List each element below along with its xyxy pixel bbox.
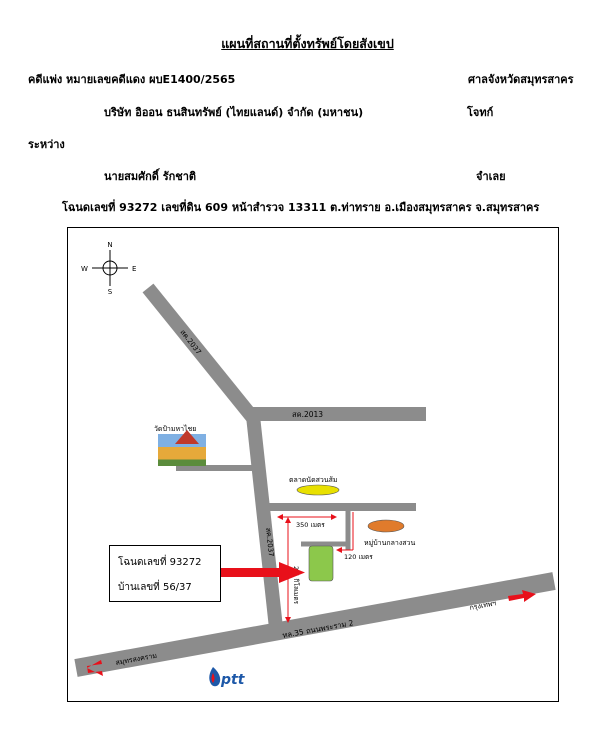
compass-s: S bbox=[108, 288, 113, 296]
roads bbox=[74, 283, 556, 677]
defendant-name: นายสมศักดิ์ รักชาติ bbox=[104, 170, 197, 183]
market-label: ตลาดนัดสวนส้ม bbox=[289, 476, 338, 484]
location-map: N S E W สค.2037 สค.2013 สค.2037 ทล.35 ถน… bbox=[67, 227, 559, 702]
temple-label: วัดป้ามหาไชย bbox=[154, 424, 196, 433]
property-info-box: โฉนดเลขที่ 93272 บ้านเลขที่ 56/37 bbox=[109, 545, 221, 602]
village-marker bbox=[367, 519, 405, 533]
plaintiff-role: โจทก์ bbox=[467, 106, 494, 119]
property-plot bbox=[308, 545, 334, 582]
village-label: หมู่บ้านกลางสวน bbox=[364, 539, 415, 547]
property-pointer-arrow bbox=[221, 562, 305, 583]
page-title: แผนที่สถานที่ตั้งทรัพย์โดยสังเขป bbox=[221, 36, 394, 51]
compass-icon: N S E W bbox=[81, 241, 136, 296]
compass-w: W bbox=[81, 265, 88, 273]
distance-120: 120 เมตร bbox=[336, 512, 373, 561]
road-highway bbox=[74, 572, 556, 677]
property-house: บ้านเลขที่ 56/37 bbox=[118, 582, 192, 593]
distance-2400-label: 2.4 กิโลเมตร bbox=[292, 566, 300, 605]
between-label: ระหว่าง bbox=[28, 138, 65, 151]
distance-350-label: 350 เมตร bbox=[296, 521, 325, 529]
market-marker bbox=[296, 484, 340, 496]
road-label-sk2013: สค.2013 bbox=[292, 410, 323, 419]
arrow-bangkok bbox=[508, 590, 536, 602]
map-canvas: N S E W สค.2037 สค.2013 สค.2037 ทล.35 ถน… bbox=[74, 241, 556, 677]
road-label-sk2037-mid: สค.2037 bbox=[264, 527, 275, 557]
case-number: คดีแพ่ง หมายเลขคดีแดง ผบE1400/2565 bbox=[28, 73, 236, 86]
property-deed: โฉนดเลขที่ 93272 bbox=[118, 557, 202, 568]
distance-120-label: 120 เมตร bbox=[344, 553, 373, 561]
ptt-wordmark: ptt bbox=[220, 672, 246, 688]
road-sk2037-vertical bbox=[246, 415, 283, 629]
temple-roof-icon bbox=[175, 430, 199, 444]
road-sk2037-diagonal bbox=[142, 283, 259, 423]
compass-e: E bbox=[132, 265, 136, 273]
arrow-samut-songkhram bbox=[87, 660, 103, 676]
court-name: ศาลจังหวัดสมุทรสาคร bbox=[468, 73, 574, 86]
defendant-role: จำเลย bbox=[476, 170, 506, 183]
deed-line: โฉนดเลขที่ 93272 เลขที่ดิน 609 หน้าสำรวจ… bbox=[62, 201, 540, 214]
compass-n: N bbox=[107, 241, 112, 249]
plaintiff-name: บริษัท อิออน ธนสินทรัพย์ (ไทยแลนด์) จำกั… bbox=[104, 106, 364, 119]
